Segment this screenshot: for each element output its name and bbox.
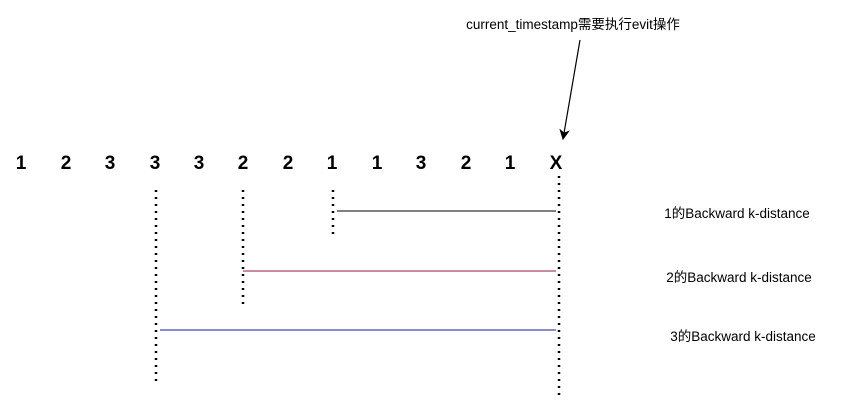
seq-item-2: 3 [105, 153, 116, 174]
note-text: current_timestamp需要执行evit操作 [466, 17, 680, 32]
seq-item-10: 2 [461, 153, 472, 174]
seq-item-11: 1 [505, 153, 516, 174]
seq-item-current: X [550, 153, 563, 174]
seq-item-1: 2 [61, 153, 72, 174]
distance-label-3: 3的Backward k-distance [670, 329, 816, 344]
note-arrow [559, 39, 581, 141]
distance-label-2: 2的Backward k-distance [666, 270, 812, 285]
seq-item-6: 2 [283, 153, 294, 174]
dotted-markers [154, 176, 561, 398]
seq-item-0: 1 [16, 153, 27, 174]
seq-item-9: 3 [416, 153, 427, 174]
seq-item-4: 3 [194, 153, 205, 174]
distance-label-1: 1的Backward k-distance [664, 206, 810, 221]
seq-item-7: 1 [327, 153, 338, 174]
seq-item-5: 2 [238, 153, 249, 174]
seq-item-3: 3 [150, 153, 161, 174]
access-sequence: 1 2 3 3 3 2 2 1 1 3 2 1 X [16, 153, 563, 174]
seq-item-8: 1 [372, 153, 383, 174]
